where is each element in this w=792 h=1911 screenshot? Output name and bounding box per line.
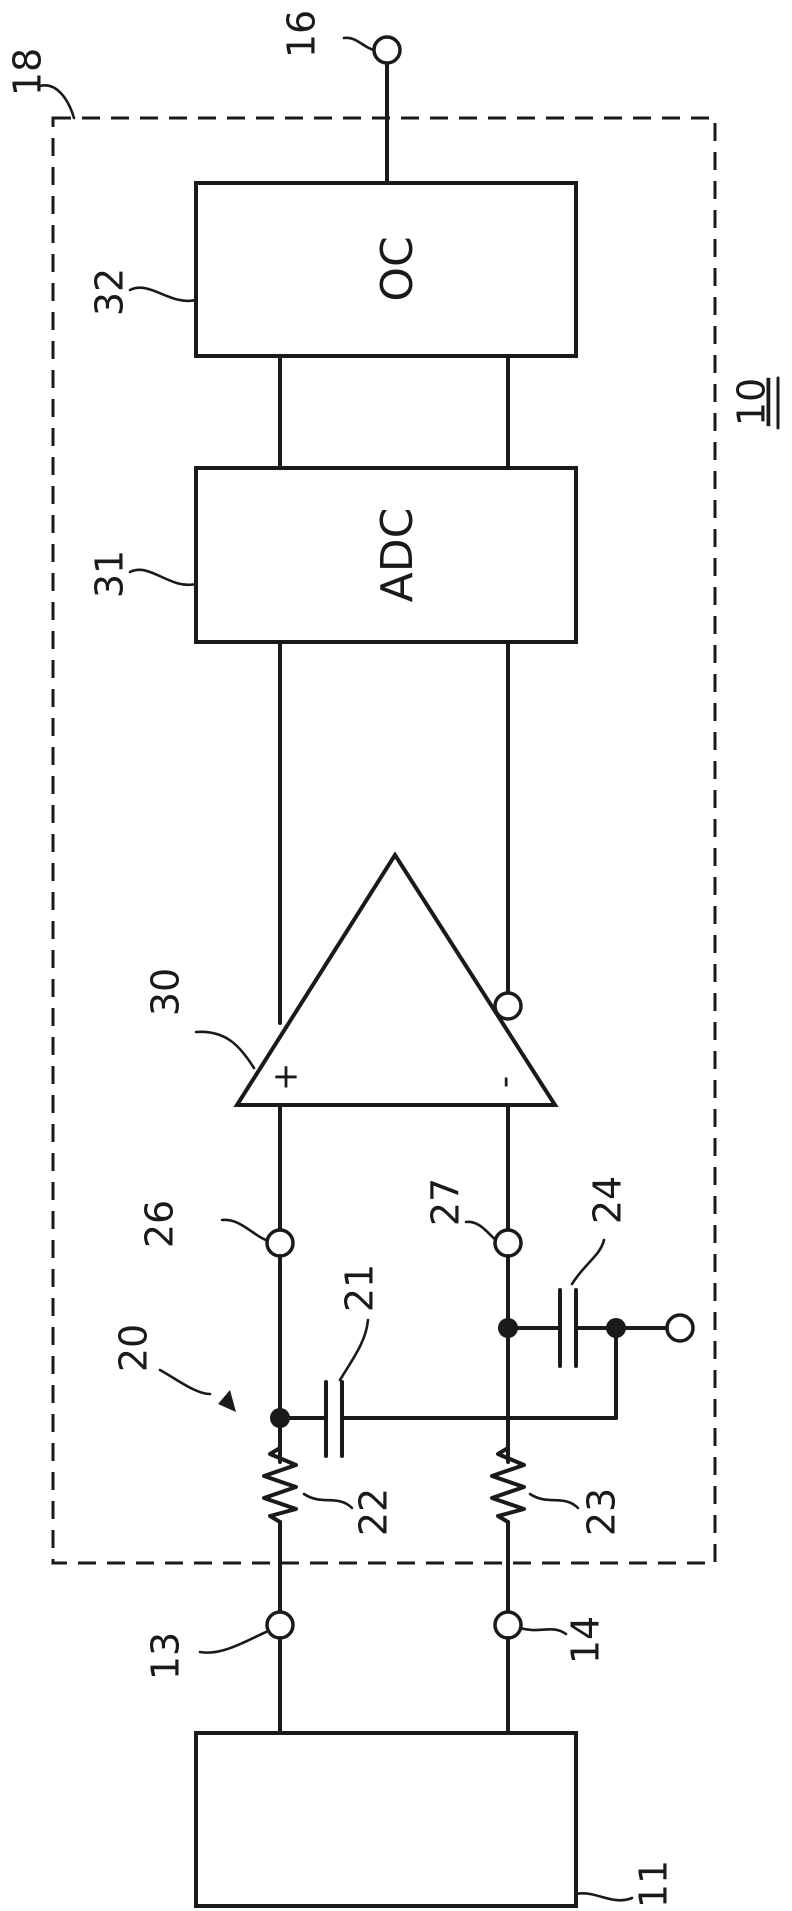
ref-27: 27	[424, 1178, 468, 1226]
junction-cap24	[606, 1318, 626, 1338]
oc-block	[194, 181, 578, 358]
leader-26	[220, 1218, 268, 1242]
resistor-23	[490, 1446, 526, 1524]
resistor-22	[262, 1446, 298, 1524]
leader-11	[574, 1892, 634, 1902]
terminal-13	[265, 1610, 295, 1640]
ref-31: 31	[88, 550, 132, 598]
ref-26: 26	[138, 1200, 182, 1248]
leader-31	[128, 568, 198, 587]
ref-21: 21	[338, 1264, 382, 1312]
adc-block	[194, 466, 578, 644]
enclosure-boundary	[51, 116, 717, 1565]
terminal-14	[493, 1610, 523, 1640]
ref-11: 11	[632, 1860, 676, 1908]
leader-16	[342, 36, 376, 52]
leader-27	[464, 1220, 498, 1242]
terminal-16	[372, 35, 402, 65]
ref-14: 14	[564, 1616, 608, 1664]
ref-22: 22	[352, 1488, 396, 1536]
ref-18: 18	[6, 48, 50, 96]
terminal-ground	[665, 1313, 695, 1343]
amplifier-plus-sign: +	[272, 1057, 301, 1097]
leader-14	[518, 1626, 568, 1636]
adc-label: ADC	[372, 508, 423, 603]
ref-30: 30	[144, 968, 188, 1016]
leader-30	[194, 1030, 256, 1070]
ref-24: 24	[586, 1176, 630, 1224]
amplifier-30	[233, 851, 559, 1107]
leader-20	[158, 1368, 212, 1396]
arrow-20	[218, 1390, 236, 1412]
leader-18	[38, 84, 76, 120]
ref-20: 20	[112, 1324, 156, 1372]
leader-13	[198, 1630, 268, 1654]
ref-16: 16	[280, 10, 324, 58]
leader-32	[128, 286, 198, 303]
terminal-26	[265, 1228, 295, 1258]
amplifier-minus-sign: -	[485, 1076, 525, 1088]
amplifier-inverting-bubble	[493, 991, 523, 1021]
leader-23	[528, 1492, 580, 1510]
leader-24	[570, 1238, 606, 1286]
source-block-11	[194, 1731, 578, 1908]
junction-left	[270, 1408, 290, 1428]
terminal-27	[493, 1228, 523, 1258]
junction-right-rail	[498, 1318, 518, 1338]
ref-23: 23	[580, 1488, 624, 1536]
oc-label: OC	[372, 236, 423, 301]
ref-32: 32	[88, 268, 132, 316]
leader-22	[302, 1492, 354, 1510]
ref-13: 13	[144, 1632, 188, 1680]
leader-21	[338, 1318, 370, 1382]
ref-10: 10	[730, 378, 774, 426]
